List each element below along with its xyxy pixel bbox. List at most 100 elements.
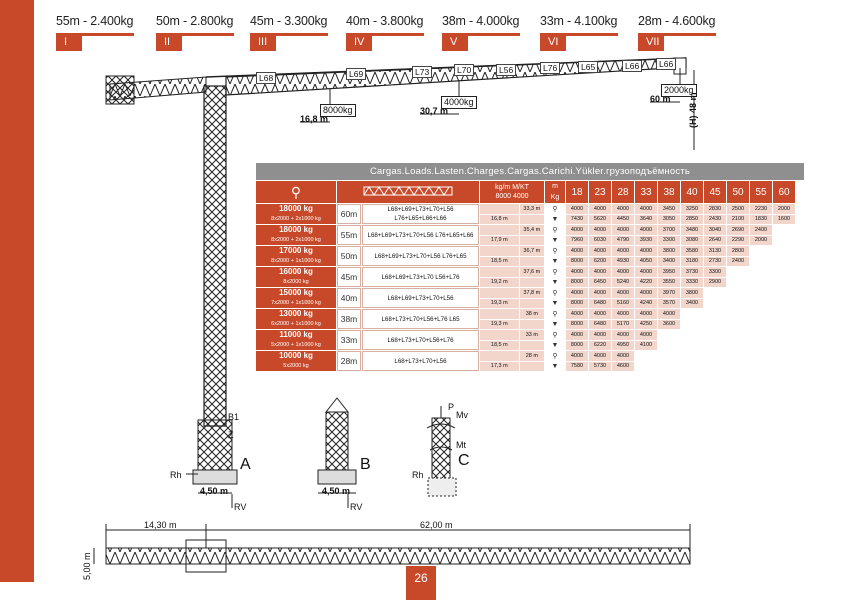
empty-cell xyxy=(750,362,772,372)
load-value: 2100 xyxy=(727,214,749,224)
load-value: 3550 xyxy=(658,277,680,287)
jib-segment-label: L70 xyxy=(454,64,475,76)
load-value: 6450 xyxy=(589,277,611,287)
empty-cell xyxy=(727,278,749,288)
hook-icon: ⚲ xyxy=(256,181,336,203)
reach-8000-cell xyxy=(480,351,519,361)
config-roman: IV xyxy=(346,34,372,51)
dim-14-30: 14,30 m xyxy=(144,520,177,530)
load-value: 8000 xyxy=(566,256,588,266)
load-value: 6220 xyxy=(589,340,611,350)
label-mt: Mt xyxy=(456,440,466,450)
base-a xyxy=(186,473,233,508)
dim-30-7: 30,7 m xyxy=(420,106,449,116)
load-value: 2400 xyxy=(750,225,772,235)
dim-60: 60 m xyxy=(650,94,671,104)
empty-cell xyxy=(658,362,680,372)
header-4000: 4000 xyxy=(512,193,529,200)
load-value: 6030 xyxy=(589,235,611,245)
load-value: 3400 xyxy=(658,256,680,266)
config-roman: VII xyxy=(638,34,664,51)
load-value: 4000 xyxy=(589,267,611,277)
reach-4000: 36,7 m xyxy=(519,246,544,256)
radius-header: 40 xyxy=(681,181,703,203)
weight-icon: ▼ xyxy=(545,340,565,350)
load-value: 4000 xyxy=(635,288,657,298)
config-label: 38m - 4.000kg xyxy=(442,14,520,28)
radius-header: 55 xyxy=(750,181,772,203)
side-band xyxy=(0,0,34,582)
load-value: 4000 xyxy=(566,267,588,277)
empty-cell xyxy=(727,288,749,298)
empty-cell xyxy=(773,299,795,309)
hook-icon: ⚲ xyxy=(545,225,565,235)
config-bar xyxy=(638,33,716,36)
load-value: 3730 xyxy=(681,267,703,277)
load-value: 5160 xyxy=(612,298,634,308)
jib-length: 55m xyxy=(337,225,361,245)
load-value: 4000 xyxy=(566,246,588,256)
reach-4000: 38 m xyxy=(519,309,544,319)
weight-value: 16000 kg xyxy=(279,267,313,276)
load-8000: 8000kg xyxy=(320,104,356,117)
load-value: 2850 xyxy=(681,214,703,224)
reach-8000: 18,5 m xyxy=(480,340,519,350)
load-value: 3300 xyxy=(658,235,680,245)
load-value: 3700 xyxy=(658,225,680,235)
load-value: 4000 xyxy=(635,330,657,340)
dim-62-00: 62,00 m xyxy=(420,520,453,530)
label-c: C xyxy=(458,452,470,469)
load-value: 7430 xyxy=(566,214,588,224)
load-value: 3580 xyxy=(681,246,703,256)
empty-cell xyxy=(727,309,749,319)
load-value: 3300 xyxy=(704,267,726,277)
empty-cell xyxy=(773,351,795,361)
empty-cell xyxy=(704,341,726,351)
reach-8000-cell xyxy=(480,246,519,256)
config-bar xyxy=(156,33,234,36)
header-8000: 8000 xyxy=(495,193,512,200)
weight-detail: 8x2000 + 1x1000 kg xyxy=(271,258,321,264)
empty-cell xyxy=(635,351,657,361)
load-4000: 4000kg xyxy=(441,96,477,109)
reach-8000: 16,8 m xyxy=(480,214,519,224)
jib-segment-label: L66 xyxy=(622,60,643,72)
jib-combination: L68+L73+L70+L56+L76 xyxy=(362,330,479,350)
jib-length: 33m xyxy=(337,330,361,350)
weight-value: 18000 kg xyxy=(279,225,313,234)
jib-length: 40m xyxy=(337,288,361,308)
reach-4000: 33,3 m xyxy=(519,204,544,214)
load-value: 4000 xyxy=(612,204,634,214)
config-roman: III xyxy=(250,34,276,51)
load-value: 4000 xyxy=(566,351,588,361)
empty-cell xyxy=(727,341,749,351)
load-value: 4240 xyxy=(635,298,657,308)
reach-8000: 18,5 m xyxy=(480,256,519,266)
empty-cell xyxy=(773,341,795,351)
empty-cell xyxy=(681,330,703,340)
reach-8000-cell xyxy=(480,288,519,298)
load-value: 5620 xyxy=(589,214,611,224)
empty-cell xyxy=(773,236,795,246)
load-value: 6480 xyxy=(589,319,611,329)
header-kg: Kg xyxy=(550,194,560,201)
load-value: 6200 xyxy=(589,256,611,266)
config-label: 28m - 4.600kg xyxy=(638,14,716,28)
load-value: 4000 xyxy=(589,288,611,298)
load-value: 3800 xyxy=(681,288,703,298)
load-value: 3480 xyxy=(681,225,703,235)
config-bar xyxy=(540,33,618,36)
radius-header: 38 xyxy=(658,181,680,203)
jib-segment-label: L69 xyxy=(346,68,367,80)
load-value: 2290 xyxy=(727,235,749,245)
load-value: 4450 xyxy=(612,214,634,224)
weight-detail: 8x2000 + 2x1000 kg xyxy=(271,237,321,243)
load-value: 1600 xyxy=(773,214,795,224)
